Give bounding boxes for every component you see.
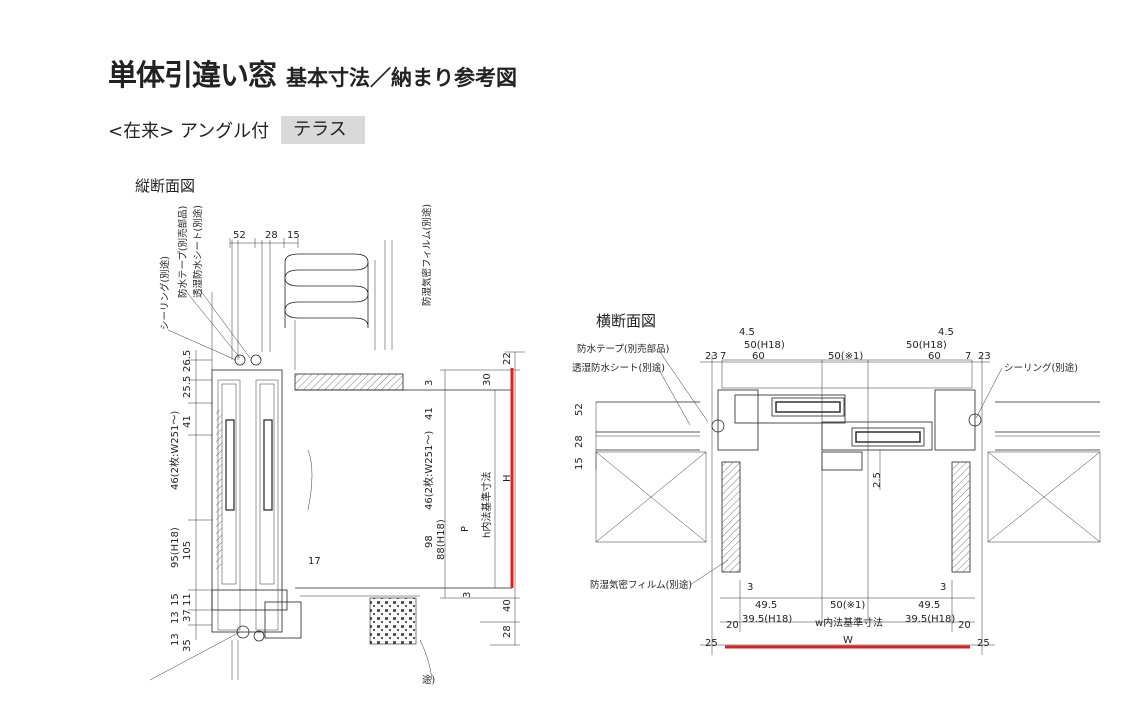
title-sub: 基本寸法／納まり参考図 [286, 66, 518, 90]
h-dim-25a: 25 [705, 638, 718, 649]
v-dim-11: 11 [182, 593, 193, 606]
v-dim-105: 105 [182, 541, 193, 560]
v-dim-13b: 13 [170, 633, 181, 646]
h-dim-39-5b: 39.5(H18) [905, 614, 955, 625]
h-dim-7b: 7 [965, 351, 971, 362]
v-callout-waterproof-tape: 防水テープ(別売部品) [177, 206, 189, 298]
v-dim-46: 46(2枚:W251～) [168, 411, 181, 490]
v-dim-26-5: 26.5 [182, 350, 193, 372]
h-dim-w-inner: w内法基準寸法 [815, 616, 883, 629]
subtitle-row: <在来> アングル付 テラス [108, 116, 365, 144]
h-dim-60a: 60 [752, 351, 765, 362]
h-callout-sealing: シーリング(別途) [1004, 362, 1078, 374]
terrace-tag: テラス [281, 116, 365, 144]
v-callout-sealing: シーリング(別途) [159, 256, 171, 330]
h-dim-20a: 20 [726, 620, 739, 631]
v-dim-H: H [502, 474, 513, 482]
v-dim-22: 22 [502, 352, 513, 365]
v-dim-30: 30 [482, 373, 493, 386]
v-dim-15b: 15 [170, 593, 181, 606]
h-dim-52: 52 [574, 403, 585, 416]
h-dim-4-5b: 4.5 [938, 327, 954, 338]
v-dim-98: 98 [424, 535, 435, 548]
v-dim-13: 13 [170, 611, 181, 624]
v-dim-28: 28 [265, 230, 278, 241]
v-dim-25-5: 25.5 [182, 376, 193, 398]
h-dim-50x1a: 50(※1) [828, 351, 863, 362]
v-dim-P: P [460, 526, 471, 532]
v-callout-airtight-film: 防湿気密フィルム(別途) [421, 204, 433, 306]
v-dim-52: 52 [233, 230, 246, 241]
v-dim-h-inner: h内法基準寸法 [480, 472, 493, 538]
v-dim-17: 17 [308, 556, 321, 567]
h-dim-15: 15 [574, 457, 585, 470]
h-dim-3b: 3 [940, 582, 946, 593]
v-dim-40: 40 [502, 599, 513, 612]
horizontal-section-label: 横断面図 [596, 312, 657, 330]
h-dim-49-5a: 49.5 [755, 600, 777, 611]
h-dim-50h18a: 50(H18) [744, 340, 785, 351]
h-dim-23a: 23 [705, 351, 718, 362]
v-callout-moisture-sheet: 透湿防水シート(別途) [192, 205, 204, 298]
subtitle-text: <在来> アングル付 [108, 121, 270, 142]
v-dim-88: 88(H18) [436, 519, 447, 560]
h-dim-2-5: 2.5 [872, 472, 883, 488]
v-dim-3b: 3 [462, 592, 473, 598]
vertical-section-label: 縦断面図 [135, 177, 196, 195]
v-dim-95: 95(H18) [170, 527, 181, 568]
h-dim-7a: 7 [720, 351, 726, 362]
h-dim-50x1b: 50(※1) [830, 600, 865, 611]
horizontal-section-drawing [595, 351, 1101, 655]
title-main: 単体引違い窓 [108, 58, 277, 92]
h-dim-60b: 60 [928, 351, 941, 362]
v-dim-35: 35 [182, 639, 193, 652]
vertical-section-drawing [149, 238, 525, 681]
h-dim-25b: 25 [977, 638, 990, 649]
h-dim-3a: 3 [747, 582, 753, 593]
h-dim-23b: 23 [978, 351, 991, 362]
h-dim-28: 28 [574, 435, 585, 448]
v-dim-15: 15 [287, 230, 300, 241]
h-dim-49-5b: 49.5 [918, 600, 940, 611]
h-dim-20b: 20 [958, 620, 971, 631]
v-callout-bottom: 途) [422, 674, 435, 686]
v-dim-41: 41 [182, 415, 193, 428]
v-dim-37: 37 [182, 609, 193, 622]
h-dim-4-5a: 4.5 [739, 327, 755, 338]
v-dim-3a: 3 [424, 380, 435, 386]
h-callout-moisture-sheet: 透湿防水シート(別途) [572, 362, 665, 374]
v-dim-41b: 41 [424, 407, 435, 420]
v-dim-28b: 28 [502, 625, 513, 638]
v-dim-46b: 46(2枚:W251～) [422, 431, 435, 510]
h-callout-airtight-film: 防湿気密フィルム(別途) [590, 579, 692, 591]
h-dim-39-5a: 39.5(H18) [742, 614, 792, 625]
h-dim-50h18b: 50(H18) [906, 340, 947, 351]
h-callout-waterproof-tape: 防水テープ(別売部品) [577, 343, 669, 355]
page-title: 単体引違い窓基本寸法／納まり参考図 [108, 52, 517, 94]
h-dim-W: W [843, 635, 853, 646]
